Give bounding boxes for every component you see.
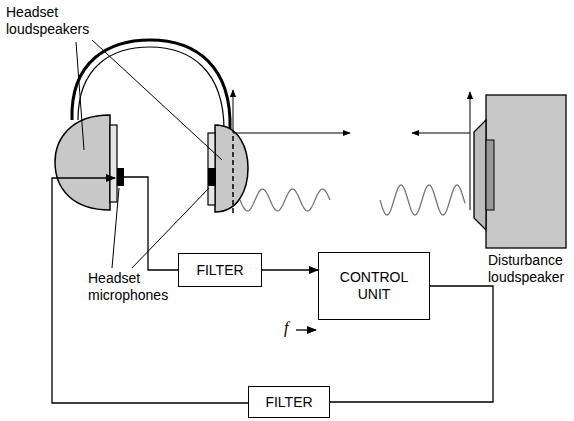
left-microphone — [117, 168, 124, 186]
right-earcup — [215, 125, 248, 212]
leader-line — [112, 188, 119, 268]
leader-line — [76, 42, 84, 150]
part-name: Headset loudspeakers — [6, 4, 106, 38]
loudspeaker-wire — [52, 178, 248, 403]
amplitude-arrow — [233, 90, 234, 133]
leader-line — [92, 40, 222, 160]
box-label: FILTER — [196, 262, 243, 279]
process-box: FILTER — [248, 386, 330, 418]
process-box: FILTER — [178, 253, 262, 287]
microphone-wire — [124, 177, 178, 270]
signal-wire — [262, 269, 318, 270]
frequency-input-arrow — [296, 329, 316, 330]
wave — [380, 185, 465, 215]
loudspeaker-cone — [474, 120, 486, 230]
part-name: Disturbance loudspeaker — [488, 252, 572, 286]
left-earcup-pad — [110, 125, 117, 202]
process-box: CONTROL UNIT — [318, 252, 430, 320]
loudspeaker-driver — [486, 140, 494, 210]
wave — [240, 189, 330, 211]
signal-name: f — [284, 318, 296, 337]
part-name: Headset microphones — [88, 270, 188, 304]
amplitude-arrow — [470, 92, 471, 210]
direction-arrow — [233, 133, 350, 134]
direction-arrow — [412, 133, 470, 134]
wavefront-line — [232, 136, 234, 215]
right-earcup-pad — [208, 133, 215, 205]
right-microphone — [208, 168, 216, 186]
box-label: CONTROL UNIT — [325, 269, 423, 303]
loudspeaker-cabinet — [486, 95, 566, 248]
box-label: FILTER — [265, 394, 312, 411]
